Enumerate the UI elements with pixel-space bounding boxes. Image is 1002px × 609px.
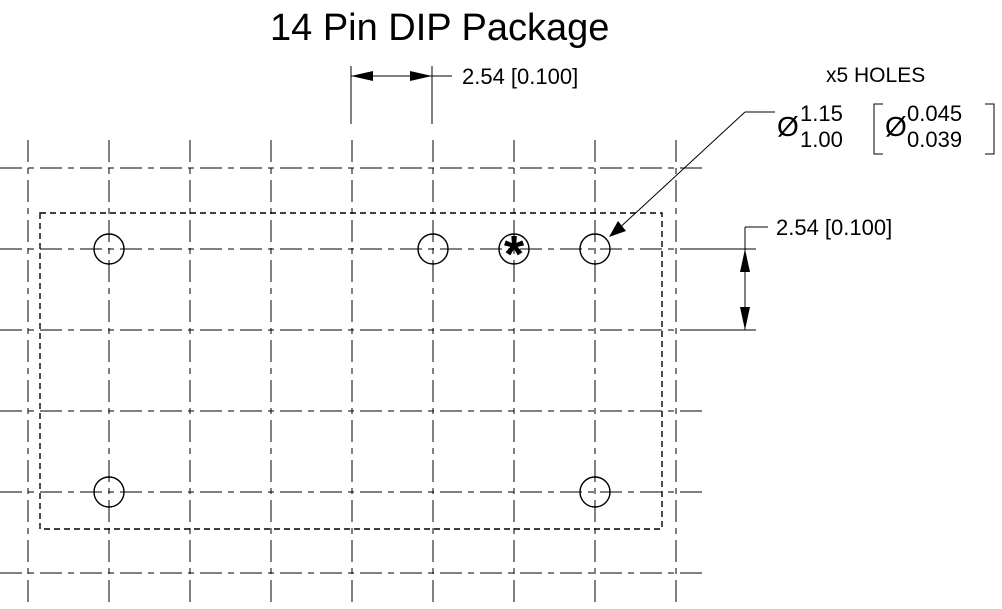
page-title: 14 Pin DIP Package (270, 7, 609, 49)
dim-arrow-up-icon (740, 249, 750, 272)
hole-count-label: x5 HOLES (826, 64, 925, 87)
vertical-pitch-label: 2.54 [0.100] (776, 215, 892, 240)
bracket-left-icon (873, 103, 883, 155)
hole-diameter-in-min: 0.039 (907, 127, 962, 152)
pin-hole (579, 233, 611, 265)
pin-hole (417, 233, 449, 265)
diameter-inch-icon: Ø (885, 111, 907, 142)
dim-arrow-left-icon (351, 71, 373, 81)
callout-leader-diagonal (614, 111, 746, 233)
bracket-right-icon (985, 103, 995, 155)
hole-callout: x5 HOLES Ø 1.15 1.00 Ø 0.045 0.039 (609, 64, 995, 237)
centerline-grid (0, 140, 706, 604)
pin-hole (93, 476, 125, 508)
vertical-pitch-dimension: 2.54 [0.100] (700, 215, 892, 331)
asterisk-icon: * (504, 226, 525, 284)
hole-diameter-mm-min: 1.00 (800, 127, 843, 152)
horizontal-pitch-label: 2.54 [0.100] (462, 64, 578, 89)
hole-diameter-mm-max: 1.15 (800, 101, 843, 126)
pin1-marker-circle (498, 233, 530, 265)
dim-arrow-right-icon (410, 71, 432, 81)
holes-group (93, 233, 611, 508)
package-outline (39, 212, 663, 530)
callout-arrow-icon (609, 221, 626, 237)
pin-hole (579, 476, 611, 508)
diameter-mm-icon: Ø (777, 111, 799, 142)
dim-arrow-down-icon (740, 307, 750, 330)
horizontal-pitch-dimension: 2.54 [0.100] (350, 64, 578, 124)
pin1-marker: * (498, 226, 530, 284)
pin-hole (93, 233, 125, 265)
hole-diameter-in-max: 0.045 (907, 101, 962, 126)
